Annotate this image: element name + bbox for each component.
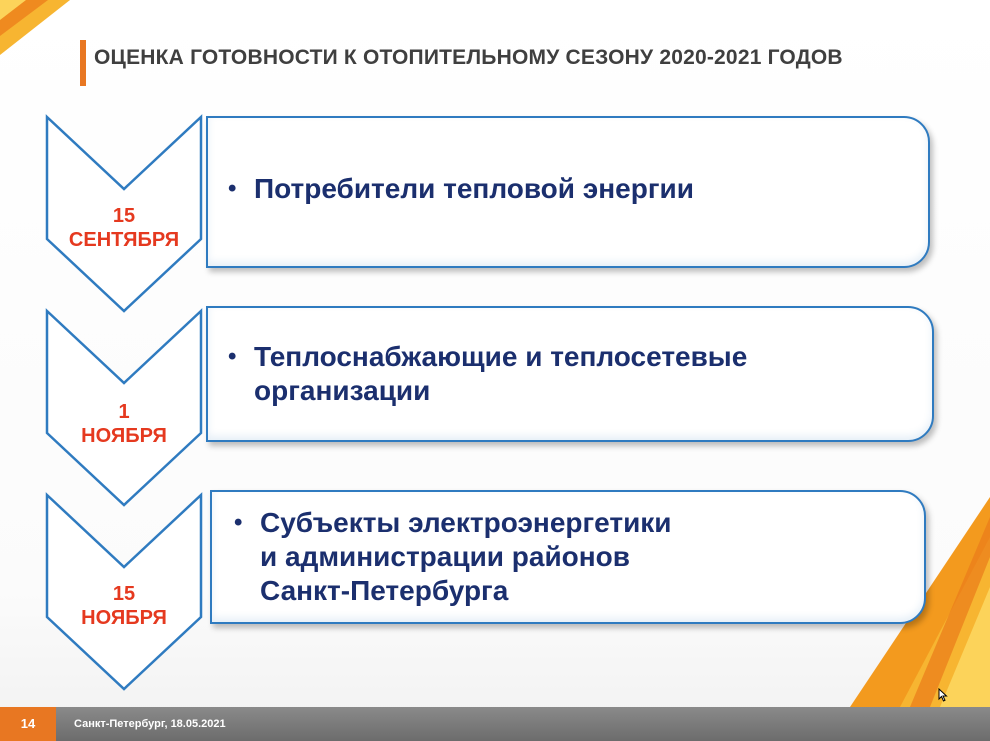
step-1-date: 15 СЕНТЯБРЯ	[44, 204, 204, 252]
step-3-line-1: Субъекты электроэнергетики	[260, 507, 672, 538]
step-3-text: • Субъекты электроэнергетики и администр…	[234, 506, 672, 608]
step-3-card	[210, 490, 926, 624]
bullet-icon: •	[228, 343, 237, 370]
page-number: 14	[0, 707, 56, 741]
step-1-text: • Потребители тепловой энергии	[228, 172, 694, 206]
step-2-text: • Теплоснабжающие и теплосетевые организ…	[228, 340, 748, 408]
step-2-date: 1 НОЯБРЯ	[44, 400, 204, 448]
chevron-step-3	[45, 492, 203, 691]
step-3-date-month: НОЯБРЯ	[81, 607, 167, 629]
step-3-date-day: 15	[112, 583, 136, 605]
chevron-step-1	[45, 114, 203, 313]
corner-decoration-top-left	[0, 0, 70, 55]
slide-footer: 14 Санкт-Петербург, 18.05.2021	[0, 707, 990, 741]
step-3-date: 15 НОЯБРЯ	[44, 582, 204, 630]
step-2-line-1: Теплоснабжающие и теплосетевые	[254, 341, 748, 372]
step-2-card	[206, 306, 934, 442]
mouse-cursor-icon	[938, 688, 948, 702]
step-1-card	[206, 116, 930, 268]
step-2-line-2: организации	[254, 375, 431, 406]
bullet-icon: •	[228, 175, 237, 202]
step-3-line-3: Санкт-Петербурга	[260, 575, 509, 606]
step-1-date-month: СЕНТЯБРЯ	[68, 229, 180, 251]
chevron-step-2	[45, 308, 203, 507]
step-1-line-1: Потребители тепловой энергии	[254, 173, 694, 204]
step-2-date-day: 1	[118, 401, 130, 423]
bullet-icon: •	[234, 509, 243, 536]
footer-caption: Санкт-Петербург, 18.05.2021	[74, 718, 226, 730]
title-accent-bar	[80, 40, 86, 86]
step-1-date-day: 15	[112, 205, 136, 227]
step-2-date-month: НОЯБРЯ	[81, 425, 167, 447]
slide-title: ОЦЕНКА ГОТОВНОСТИ К ОТОПИТЕЛЬНОМУ СЕЗОНУ…	[94, 46, 843, 69]
step-3-line-2: и администрации районов	[260, 541, 630, 572]
